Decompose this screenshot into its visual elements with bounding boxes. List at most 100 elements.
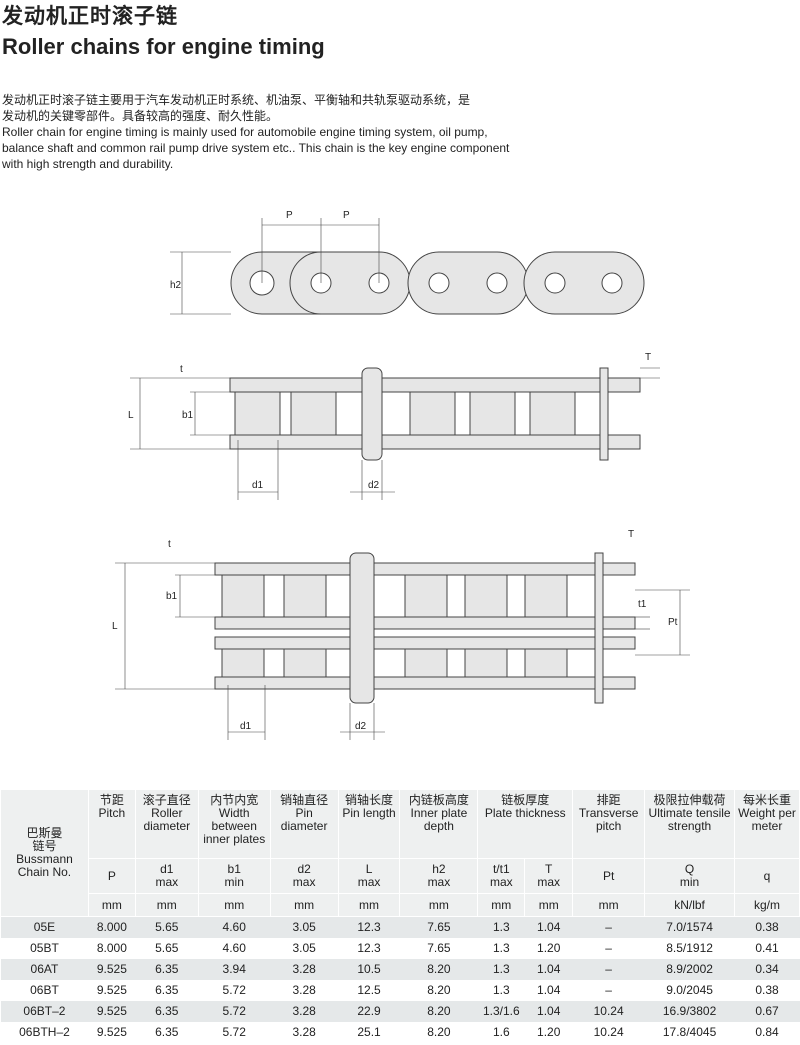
table-cell: 10.24 bbox=[572, 1001, 645, 1022]
table-cell: 1.3 bbox=[477, 916, 525, 938]
header-text: max bbox=[489, 875, 513, 889]
header-text: max bbox=[537, 875, 561, 889]
table-cell: 1.3 bbox=[477, 959, 525, 980]
table-cell: 12.5 bbox=[357, 983, 381, 997]
table-cell: 3.94 bbox=[198, 959, 271, 980]
label-Pt: Pt bbox=[668, 617, 678, 628]
table-cell: 1.04 bbox=[524, 1001, 573, 1022]
table-cell: 1.6 bbox=[492, 1025, 510, 1039]
symbol-header: Pt bbox=[572, 858, 646, 894]
header-text: min bbox=[679, 875, 700, 889]
table-cell: 05E bbox=[0, 916, 89, 938]
table-cell: 3.28 bbox=[292, 1025, 316, 1039]
label-T: T bbox=[628, 529, 634, 540]
table-cell: 06BT–2 bbox=[0, 1001, 89, 1022]
table-cell: 9.525 bbox=[96, 1025, 127, 1039]
header-text: Inner plate depth bbox=[410, 806, 468, 833]
table-cell: 8.000 bbox=[88, 916, 136, 938]
header-text: min bbox=[224, 875, 244, 889]
table-cell: 7.65 bbox=[427, 941, 451, 955]
header-text: mm bbox=[538, 897, 559, 912]
unit-header: mm bbox=[197, 893, 271, 917]
table-cell: 5.72 bbox=[198, 1001, 271, 1022]
header-text: 滚子直径 bbox=[142, 793, 191, 807]
header-text: 链板厚度 bbox=[501, 793, 550, 807]
table-cell: 1.20 bbox=[537, 1025, 561, 1039]
label-t1: t1 bbox=[638, 599, 647, 610]
table-cell: 5.72 bbox=[222, 983, 246, 997]
table-cell: 8.20 bbox=[399, 959, 478, 980]
table-cell: 16.9/3802 bbox=[644, 1001, 735, 1022]
table-cell: – bbox=[605, 941, 612, 955]
label-pitch: P bbox=[286, 210, 293, 221]
table-cell: 0.38 bbox=[734, 916, 800, 938]
symbol-header: P bbox=[87, 858, 136, 894]
header-text: max bbox=[427, 875, 451, 889]
table-cell: 5.65 bbox=[135, 916, 199, 938]
header-text: Pitch bbox=[98, 806, 126, 820]
header-text: 内链板高度 bbox=[408, 793, 469, 807]
header-text: 链号 bbox=[32, 839, 57, 853]
symbol-header: q bbox=[734, 858, 800, 894]
header-text: mm bbox=[294, 897, 315, 912]
table-cell: 8.9/2002 bbox=[644, 959, 735, 980]
table-cell: 1.04 bbox=[537, 983, 561, 997]
header-text: max bbox=[357, 875, 381, 889]
unit-header: mm bbox=[399, 893, 479, 917]
desc-line: 发动机正时滚子链主要用于汽车发动机正时系统、机油泵、平衡轴和共轨泵驱动系统，是 bbox=[2, 93, 471, 107]
header-text: T bbox=[545, 862, 553, 876]
table-cell: 0.41 bbox=[755, 941, 779, 955]
table-cell: 17.8/4045 bbox=[662, 1025, 717, 1039]
header-text: Plate thickness bbox=[484, 806, 566, 820]
label-L: L bbox=[112, 621, 118, 632]
header-text: mm bbox=[101, 897, 122, 912]
header-text: b1 bbox=[227, 862, 241, 876]
table-cell: 06BT bbox=[30, 983, 59, 997]
header-text: Transverse pitch bbox=[578, 806, 639, 833]
table-cell: 10.24 bbox=[593, 1025, 624, 1039]
table-cell: – bbox=[605, 983, 612, 997]
desc-line: with high strength and durability. bbox=[2, 157, 174, 171]
duplex-chain-top-view-diagram: t T L b1 t1 Pt d1 d2 bbox=[112, 529, 690, 740]
header-text: d2 bbox=[297, 862, 311, 876]
header-text: Chain No. bbox=[17, 865, 72, 879]
title-chinese: 发动机正时滚子链 bbox=[2, 4, 178, 28]
table-cell: 5.65 bbox=[155, 941, 179, 955]
unit-header: mm bbox=[524, 893, 574, 917]
header-text: mm bbox=[491, 897, 512, 912]
table-cell: 10.5 bbox=[338, 959, 400, 980]
table-cell: 22.9 bbox=[338, 1001, 400, 1022]
header-text: kg/m bbox=[753, 897, 780, 912]
table-cell: 8.000 bbox=[96, 941, 127, 955]
table-cell: 3.05 bbox=[292, 941, 316, 955]
table-cell: 7.65 bbox=[399, 916, 478, 938]
table-cell: 6.35 bbox=[155, 983, 179, 997]
header-text: 节距 bbox=[99, 793, 124, 807]
table-cell: 0.84 bbox=[755, 1025, 779, 1039]
table-cell: 3.28 bbox=[292, 983, 316, 997]
unit-header: mm bbox=[134, 893, 199, 917]
table-cell: 9.0/2045 bbox=[666, 983, 713, 997]
header-text: mm bbox=[224, 897, 245, 912]
header-text: Pin diameter bbox=[280, 806, 328, 833]
label-t: t bbox=[168, 539, 171, 550]
table-cell: 1.20 bbox=[537, 941, 561, 955]
table-cell: 8.5/1912 bbox=[666, 941, 713, 955]
header-text: Pt bbox=[602, 868, 615, 883]
table-cell: 7.0/1574 bbox=[644, 916, 735, 938]
table-cell: 9.525 bbox=[96, 983, 127, 997]
